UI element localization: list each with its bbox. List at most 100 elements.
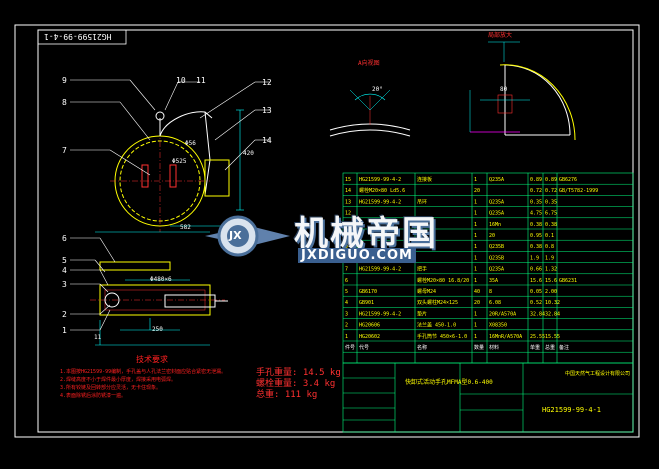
bom-row-cell: Q235A bbox=[489, 199, 504, 205]
callout-number: 6 bbox=[62, 234, 67, 243]
tech-requirement-line: 4.表面除锈后涂防锈漆一遍。 bbox=[60, 393, 127, 399]
bom-row-cell: HG20606 bbox=[359, 323, 380, 329]
weight-line: 手孔重量: 14.5 kg bbox=[256, 368, 341, 378]
callout-number: 3 bbox=[62, 280, 67, 289]
bom-row-cell: 20 bbox=[489, 233, 495, 239]
bom-row-cell: 0.05 bbox=[530, 289, 542, 295]
dimension-label: Φ525 bbox=[172, 158, 187, 165]
bom-row-cell: 1.32 bbox=[545, 267, 557, 273]
bom-row-cell: Q235B bbox=[489, 255, 504, 261]
bom-header-cell: 件号 bbox=[345, 344, 355, 351]
main-circular-view bbox=[110, 111, 230, 232]
bom-row-cell: Q235B bbox=[489, 244, 504, 250]
dimension-label: 11 bbox=[94, 334, 102, 341]
bom-row-cell: HG21599-99-4-2 bbox=[359, 199, 401, 205]
callout-number: 9 bbox=[62, 76, 67, 85]
bom-row-cell: 15.6 bbox=[530, 278, 542, 284]
bom-row-cell: 32.84 bbox=[545, 311, 560, 317]
bom-row-cell: 6.75 bbox=[545, 211, 557, 217]
dimension-label: 80 bbox=[500, 86, 508, 93]
bom-row-cell: 1 bbox=[474, 334, 477, 340]
bom-row-cell: 13 bbox=[345, 199, 351, 205]
drawing-code-rotated: HG21599-99-4-1 bbox=[44, 32, 112, 41]
bom-header-cell: 总重 bbox=[545, 344, 555, 351]
bom-row-cell: 0.95 bbox=[530, 233, 542, 239]
bom-row-cell: 14 bbox=[345, 188, 351, 194]
detail-view-arc bbox=[329, 89, 411, 137]
weight-line: 螺栓重量: 3.4 kg bbox=[256, 379, 336, 389]
bom-row-cell: 2 bbox=[345, 323, 348, 329]
bom-row-cell: 0.38 bbox=[545, 222, 557, 228]
tech-requirement-line: 2.焊缝高度不小于焊件最小厚度，焊接采用电弧焊。 bbox=[60, 377, 177, 383]
bom-row-cell: 16Mn bbox=[489, 222, 501, 228]
bom-row-cell: 25.55 bbox=[530, 334, 545, 340]
bom-header-cell: 代号 bbox=[359, 344, 369, 351]
bom-row-cell: GB/T5782-1999 bbox=[559, 188, 598, 194]
bom-row-cell: 0.35 bbox=[545, 199, 557, 205]
callout-number: 8 bbox=[62, 98, 67, 107]
bom-row-cell: 12 bbox=[345, 211, 351, 217]
side-view bbox=[90, 261, 228, 316]
bom-row-cell: 1 bbox=[474, 311, 477, 317]
dimension-label: 420 bbox=[243, 150, 254, 157]
bom-row-cell: 15 bbox=[345, 177, 351, 183]
bom-row-cell: 35A bbox=[489, 278, 498, 284]
bom-row-cell: 0.66 bbox=[530, 267, 542, 273]
bom-row-cell: 1 bbox=[474, 244, 477, 250]
bom-table-grid bbox=[342, 172, 634, 433]
bom-row-cell: 20 bbox=[474, 188, 480, 194]
bom-row-cell: 双头螺柱M24×125 bbox=[417, 299, 458, 306]
bom-row-cell: 8 bbox=[489, 289, 492, 295]
bom-row-cell: 11 bbox=[345, 222, 351, 228]
bom-row-cell: 32.84 bbox=[530, 311, 545, 317]
bom-header-cell: 数量 bbox=[474, 344, 484, 351]
bom-row-cell: 手孔筒节 450×6-1.0 bbox=[417, 333, 467, 340]
detail-view-quarter bbox=[469, 41, 576, 141]
callout-number: 14 bbox=[262, 136, 272, 145]
bom-row-cell: 0.38 bbox=[530, 244, 542, 250]
bom-row-cell: 4 bbox=[345, 300, 348, 306]
bom-row-cell: 0.8 bbox=[545, 244, 554, 250]
watermark-logo bbox=[205, 215, 290, 257]
bom-row-cell: HG20602 bbox=[359, 334, 380, 340]
bom-row-cell: 15.6 bbox=[545, 278, 557, 284]
tech-requirements-title: 技术要求 bbox=[136, 355, 168, 364]
outer-frame bbox=[14, 24, 640, 438]
bom-row-cell: 16MnR/A570A bbox=[489, 334, 522, 340]
bom-row-cell: 连接板 bbox=[417, 176, 432, 183]
bom-row-cell: 15.55 bbox=[545, 334, 560, 340]
bom-row-cell: X08350 bbox=[489, 323, 507, 329]
bom-row-cell: 7 bbox=[345, 267, 348, 273]
bom-row-cell: 螺母M24 bbox=[417, 288, 436, 295]
bom-row-cell: 4.75 bbox=[530, 211, 542, 217]
bom-row-cell: 20 bbox=[474, 300, 480, 306]
bom-row-cell: GB6231 bbox=[559, 278, 577, 284]
bom-row-cell: Q235A bbox=[489, 211, 504, 217]
bom-row-cell: 1 bbox=[474, 233, 477, 239]
bom-row-cell: HG21599-99-4-2 bbox=[359, 177, 401, 183]
bom-row-cell: 1 bbox=[474, 278, 477, 284]
bom-row-cell: 把手 bbox=[417, 266, 427, 273]
bom-header-cell: 备注 bbox=[559, 344, 569, 351]
bom-row-cell: HG21599-99-4-2 bbox=[359, 311, 401, 317]
bom-row-cell: 6 bbox=[345, 278, 348, 284]
bom-row-cell: Q235A bbox=[489, 267, 504, 273]
bom-row-cell: GB901 bbox=[359, 300, 374, 306]
callout-number: 12 bbox=[262, 78, 272, 87]
bom-header-cell: 单重 bbox=[530, 344, 540, 351]
view-label-b: 局部放大 bbox=[488, 32, 513, 39]
bom-row-cell: 垫片 bbox=[417, 310, 427, 317]
callout-number: 13 bbox=[262, 106, 272, 115]
bom-row-cell: 1 bbox=[474, 222, 477, 228]
bom-row-cell: 40 bbox=[474, 289, 480, 295]
bom-row-cell: HG21599-99-4-2 bbox=[359, 267, 401, 273]
callout-number: 5 bbox=[62, 256, 67, 265]
dimension-label: 20° bbox=[372, 86, 383, 93]
bom-row-cell: Q235A bbox=[489, 177, 504, 183]
bom-row-cell: 10.32 bbox=[545, 300, 560, 306]
bom-row-cell: 1 bbox=[474, 255, 477, 261]
bom-row-cell: 6.08 bbox=[489, 300, 501, 306]
watermark-title: 机械帝国 bbox=[294, 214, 438, 254]
